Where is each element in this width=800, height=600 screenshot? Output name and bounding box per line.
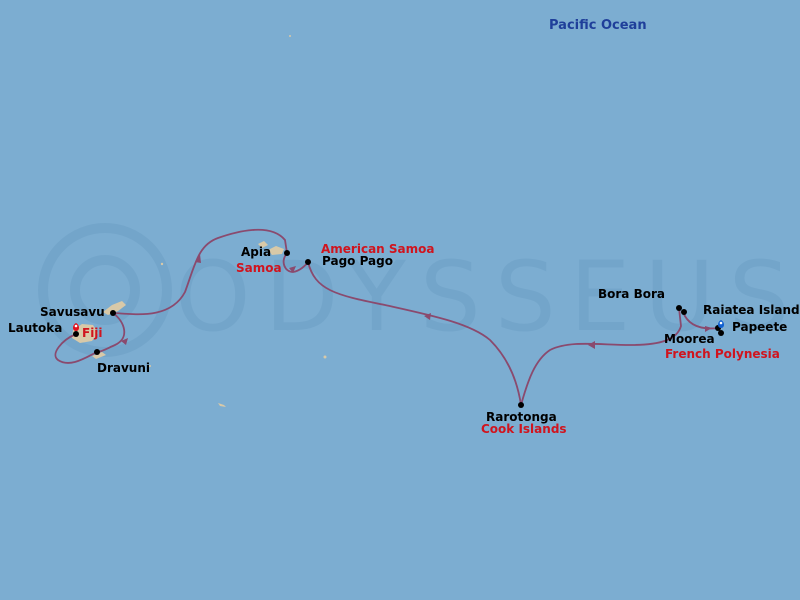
port-label-dravuni: Dravuni <box>97 361 150 375</box>
route-arrow <box>195 254 201 263</box>
route-leg-rarotonga-bora-bora <box>520 307 682 406</box>
route-arrow <box>289 266 296 273</box>
port-label-moorea: Moorea <box>664 332 715 346</box>
country-label-french-polynesia: French Polynesia <box>665 347 780 361</box>
fiji-island-vanua-levu <box>103 301 126 315</box>
port-label-bora-bora: Bora Bora <box>598 287 665 301</box>
port-dot-moorea <box>718 330 724 336</box>
port-label-rarotonga: Rarotonga <box>486 410 557 424</box>
port-dot-raiatea <box>681 309 687 315</box>
port-label-papeete: Papeete <box>732 320 788 334</box>
port-dot-lautoka <box>73 331 79 337</box>
islet <box>289 35 291 37</box>
port-markers <box>73 250 724 408</box>
port-label-apia: Apia <box>241 245 272 259</box>
islet <box>149 365 151 367</box>
route-arrow <box>121 338 128 345</box>
samoa-island-upolu <box>268 246 284 255</box>
land-masses <box>72 35 327 407</box>
route-arrow <box>588 341 595 349</box>
port-dot-bora-bora <box>676 305 682 311</box>
port-label-raiatea: Raiatea Island <box>703 303 800 317</box>
samoa-island-savaii <box>258 241 268 248</box>
country-label-samoa: Samoa <box>236 261 282 275</box>
route-arrow <box>424 313 431 320</box>
islet <box>160 262 164 266</box>
route-arrow <box>705 326 712 332</box>
islet <box>323 355 327 359</box>
start-pin-icon <box>73 323 79 331</box>
watermark-logo <box>38 223 172 357</box>
country-label-fiji: Fiji <box>82 326 103 340</box>
country-label-cook-islands: Cook Islands <box>481 422 567 436</box>
end-pin-icon <box>718 320 724 328</box>
islet <box>218 403 226 407</box>
route-leg-bora-bora-papeete <box>682 311 719 330</box>
route-arrows <box>121 254 712 349</box>
port-dot-rarotonga <box>518 402 524 408</box>
port-dot-pago-pago <box>305 259 311 265</box>
port-dot-apia <box>284 250 290 256</box>
port-dot-savusavu <box>110 310 116 316</box>
route-leg-pago-pago-rarotonga <box>307 261 522 406</box>
fiji-island-kadavu <box>92 352 106 359</box>
country-label-american-samoa: American Samoa <box>321 242 435 256</box>
port-label-lautoka: Lautoka <box>8 321 63 335</box>
port-label-pago-pago: Pago Pago <box>322 254 393 268</box>
port-label-savusavu: Savusavu <box>40 305 105 319</box>
ocean-label: Pacific Ocean <box>549 18 647 33</box>
port-dot-dravuni <box>94 349 100 355</box>
